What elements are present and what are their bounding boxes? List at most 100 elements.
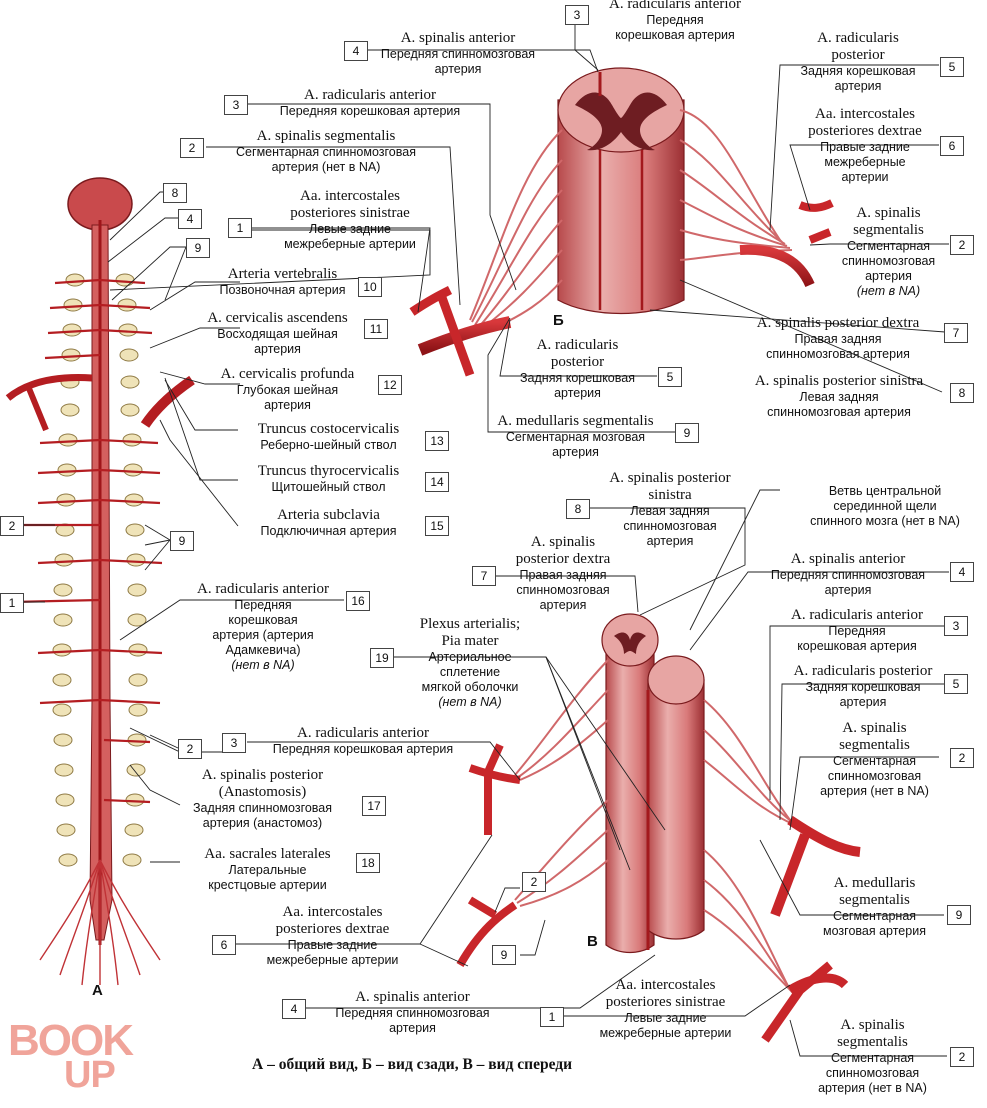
number-badge: 8: [566, 499, 590, 519]
spinal-cord-c-rear: [605, 637, 655, 954]
number-badge: 3: [222, 733, 246, 753]
label-cervicalis-profunda: A. cervicalis profunda Глубокая шейная а…: [200, 366, 375, 413]
latin-name: posterior dextra: [515, 551, 611, 567]
subclavia-right: [140, 375, 195, 428]
label-intercostales-dextrae-b: Aa. intercostales posteriores dextrae Пр…: [790, 106, 940, 185]
number-badge: 5: [944, 674, 968, 694]
number-badge: 6: [212, 935, 236, 955]
number-badge: 2: [0, 516, 24, 536]
russian-name: мягкой оболочки: [421, 680, 519, 694]
russian-name: спинномозговая: [516, 583, 610, 597]
nerve-roots-c-left: [514, 659, 609, 907]
russian-name: артерия (анастомоз): [202, 816, 323, 830]
number-badge: 13: [425, 431, 449, 451]
bookup-watermark-logo: BOOK UP: [8, 1016, 163, 1096]
number-badge: 4: [344, 41, 368, 61]
spinal-cord-b-section: [557, 67, 685, 153]
latin-name: Truncus thyrocervicalis: [257, 463, 400, 479]
spinal-cord-c-front: [647, 679, 705, 940]
latin-name: A. radicularis posterior: [793, 663, 933, 679]
number-badge: 8: [163, 183, 187, 203]
russian-name: Передняя спинномозговая: [335, 1006, 490, 1020]
latin-name: posterior: [550, 354, 605, 370]
russian-name: Правые задние: [820, 140, 910, 154]
label-medullaris-segmentalis-b: A. medullaris segmentalis Сегментарная м…: [478, 413, 673, 460]
russian-name: Левые задние: [308, 222, 392, 236]
russian-name: спинномозговая: [841, 254, 936, 268]
russian-name: межреберные артерии: [599, 1026, 732, 1040]
russian-name: Ветвь центральной: [828, 484, 942, 498]
russian-name: Задняя спинномозговая: [192, 801, 333, 815]
label-spinalis-anterior-c: A. spinalis anterior Передняя спинномозг…: [748, 551, 948, 598]
label-plexus-arterialis: Plexus arterialis; Pia mater Артериально…: [395, 616, 545, 710]
russian-name: Подключичная артерия: [260, 524, 397, 538]
number-badge: 14: [425, 472, 449, 492]
segmental-artery-c-lower-left: [456, 896, 518, 967]
russian-name: серединной щели: [833, 499, 937, 513]
panel-b-letter: Б: [553, 312, 564, 329]
leader-lines: [22, 13, 949, 1057]
russian-name: Глубокая шейная: [236, 383, 339, 397]
latin-name: A. spinalis posterior: [609, 470, 731, 486]
segmental-artery-c-upper-left: [468, 743, 521, 835]
russian-name: Адамкевича): [225, 643, 301, 657]
russian-name: Сегментарная: [832, 909, 917, 923]
latin-name: A. radicularis anterior: [296, 725, 430, 741]
latin-name: posteriores sinistrae: [605, 994, 726, 1010]
latin-name: sinistra: [648, 487, 692, 503]
latin-name: segmentalis: [839, 737, 910, 753]
russian-name: Передняя корешковая артерия: [272, 742, 454, 756]
russian-name: артерия: [264, 398, 311, 412]
label-radicularis-posterior-c: A. radicularis posterior Задняя корешков…: [782, 663, 944, 710]
number-badge: 9: [947, 905, 971, 925]
latin-name: A. spinalis segmentalis: [256, 128, 396, 144]
number-badge: 9: [170, 531, 194, 551]
number-badge: 16: [346, 591, 370, 611]
russian-name: (нет в NA): [856, 284, 921, 298]
latin-name: A. radicularis anterior: [790, 607, 924, 623]
number-badge: 4: [282, 999, 306, 1019]
russian-name: Передняя корешковая артерия: [279, 104, 461, 118]
latin-name: A. spinalis anterior: [790, 551, 906, 567]
latin-name: (Anastomosis): [218, 784, 307, 800]
number-badge: 2: [178, 739, 202, 759]
latin-name: Arteria vertebralis: [227, 266, 338, 282]
latin-name: A. spinalis posterior dextra: [756, 315, 920, 331]
label-radicularis-anterior-a: A. radicularis anterior Передняя корешко…: [248, 725, 478, 757]
latin-name: A. spinalis: [842, 720, 907, 736]
russian-name: Артериальное: [428, 650, 512, 664]
label-intercostales-dextrae-c: Aa. intercostales posteriores dextrae Пр…: [240, 904, 425, 968]
spinal-cord-c-front-section: [647, 655, 705, 705]
logo-text-up: UP: [64, 1054, 116, 1096]
russian-name: Правая задняя: [794, 332, 882, 346]
figure-caption: А – общий вид, Б – вид сзади, В – вид сп…: [252, 1056, 573, 1073]
russian-name: Задняя корешковая: [520, 371, 635, 385]
russian-name: спинномозговая: [623, 519, 717, 533]
latin-name: A. medullaris: [833, 875, 916, 891]
latin-name: Plexus arterialis;: [419, 616, 521, 632]
russian-name: Левая задняя: [799, 390, 879, 404]
number-badge: 5: [940, 57, 964, 77]
russian-name: артерия: [646, 534, 694, 548]
russian-name: артерия (нет в NA): [818, 1081, 927, 1095]
latin-name: Truncus costocervicalis: [257, 421, 400, 437]
label-radicularis-anterior-b-top: A. radicularis anterior Передняя корешко…: [590, 0, 760, 43]
russian-name: артерия: [434, 62, 482, 76]
latin-name: Arteria subclavia: [277, 507, 380, 523]
spinal-cord-b: [557, 99, 685, 315]
russian-name: межреберные артерии: [284, 237, 416, 251]
label-radicularis-posterior-b: A. radicularis posterior Задняя корешков…: [500, 337, 655, 401]
latin-name: Pia mater: [441, 633, 499, 649]
russian-name: артерия (артерия: [212, 628, 314, 642]
russian-name: артерия: [552, 445, 599, 459]
number-badge: 19: [370, 648, 394, 668]
russian-name: корешковая: [228, 613, 298, 627]
panel-b-drawing: [409, 67, 834, 377]
number-badge: 4: [178, 209, 202, 229]
russian-name: Сегментарная спинномозговая: [236, 145, 416, 159]
label-cervicalis-ascendens: A. cervicalis ascendens Восходящая шейна…: [185, 310, 370, 357]
latin-name: A. medullaris segmentalis: [497, 413, 654, 429]
latin-name: A. radicularis anterior: [608, 0, 742, 12]
segmental-artery-c-lower-right: [761, 961, 849, 1043]
